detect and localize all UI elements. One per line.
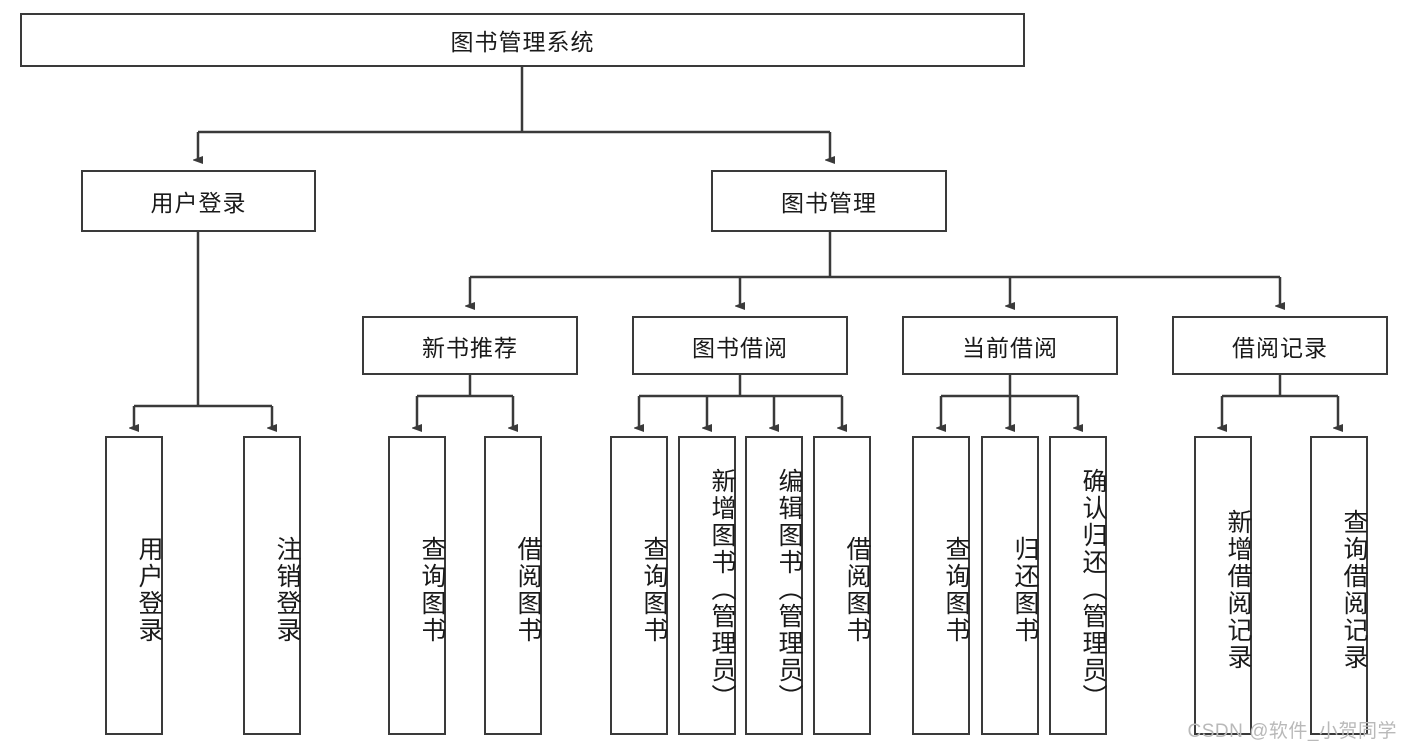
- leaf-add-book-admin[interactable]: 新增图书（管理员）: [678, 436, 736, 735]
- leaf-borrow-books-borrow[interactable]: 借阅图书: [813, 436, 871, 735]
- node-book-borrow[interactable]: 图书借阅: [632, 316, 848, 375]
- leaf-return-books[interactable]: 归还图书: [981, 436, 1039, 735]
- node-current-borrow[interactable]: 当前借阅: [902, 316, 1118, 375]
- leaf-confirm-return-admin[interactable]: 确认归还（管理员）: [1049, 436, 1107, 735]
- leaf-logout[interactable]: 注销登录: [243, 436, 301, 735]
- node-borrow-record[interactable]: 借阅记录: [1172, 316, 1388, 375]
- leaf-query-books-current[interactable]: 查询图书: [912, 436, 970, 735]
- leaf-query-books-newbook[interactable]: 查询图书: [388, 436, 446, 735]
- leaf-edit-book-admin[interactable]: 编辑图书（管理员）: [745, 436, 803, 735]
- leaf-query-books-borrow[interactable]: 查询图书: [610, 436, 668, 735]
- node-user-login[interactable]: 用户登录: [81, 170, 316, 232]
- node-root-book-management-system[interactable]: 图书管理系统: [20, 13, 1025, 67]
- node-new-book-recommend[interactable]: 新书推荐: [362, 316, 578, 375]
- node-book-management[interactable]: 图书管理: [711, 170, 947, 232]
- leaf-add-borrow-record[interactable]: 新增借阅记录: [1194, 436, 1252, 735]
- leaf-query-borrow-record[interactable]: 查询借阅记录: [1310, 436, 1368, 735]
- leaf-borrow-books-newbook[interactable]: 借阅图书: [484, 436, 542, 735]
- leaf-user-login[interactable]: 用户登录: [105, 436, 163, 735]
